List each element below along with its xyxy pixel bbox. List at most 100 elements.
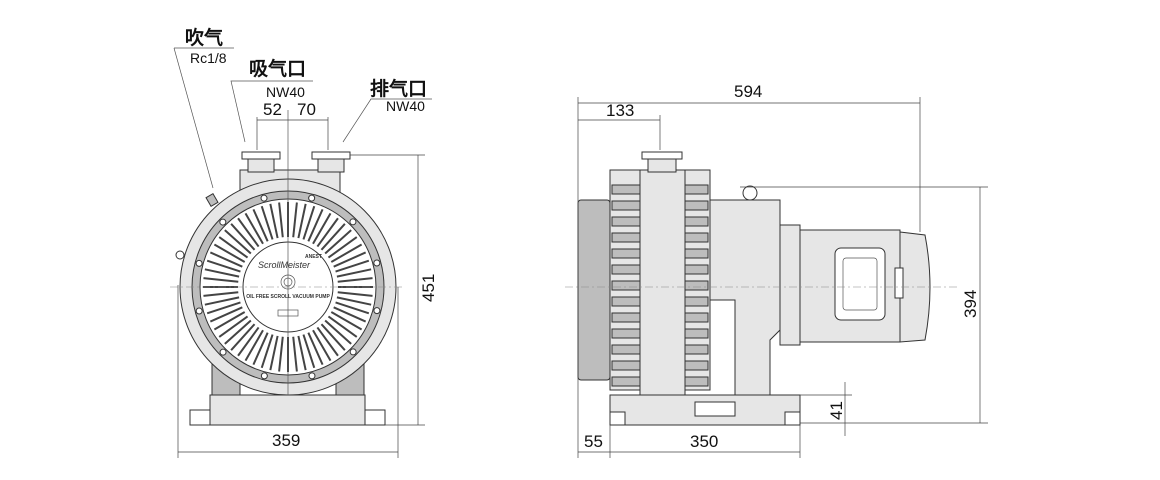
side-lug <box>175 250 185 260</box>
cooling-fin <box>252 208 269 242</box>
lifting-eye <box>742 185 758 201</box>
cooling-fin <box>244 212 264 245</box>
inlet-label: 吸气口 <box>249 57 306 80</box>
cooling-fin <box>307 208 324 242</box>
motor-bracket <box>709 199 781 396</box>
inlet-neck <box>247 157 275 173</box>
dim-base-length: 350 <box>690 432 718 451</box>
cooling-fin <box>330 243 363 263</box>
bolt <box>373 307 381 315</box>
cooling-fin <box>302 205 316 240</box>
side-port-flange <box>641 151 683 160</box>
bolt <box>260 194 268 202</box>
nameplate-logo: ScrollMeister <box>258 260 311 270</box>
cooling-fin <box>337 291 373 297</box>
dim-exhaust-offset: 70 <box>297 100 316 119</box>
exhaust-label: 排气口 <box>370 77 427 100</box>
front-view: ScrollMeister ANEST OIL FREE SCROLL VACU… <box>170 26 438 458</box>
bolt <box>373 259 381 267</box>
cooling-fin <box>336 296 372 306</box>
dim-front-overhang: 55 <box>584 432 603 451</box>
cooling-fin <box>218 236 249 259</box>
cooling-fin <box>292 336 298 372</box>
bolt <box>349 348 357 356</box>
purge-leader <box>173 47 214 189</box>
front-foot-left <box>189 409 211 426</box>
cooling-fin <box>230 223 256 251</box>
cooling-fin <box>278 336 284 372</box>
side-view: 594 133 394 41 55 350 <box>565 82 988 458</box>
bolt <box>195 307 203 315</box>
cooling-fin <box>237 326 260 357</box>
dim-base-height: 41 <box>827 401 846 420</box>
cooling-fin <box>260 205 274 240</box>
cooling-fin <box>327 315 358 338</box>
dim-inlet-offset: 52 <box>263 100 282 119</box>
cooling-fin <box>324 229 352 255</box>
cooling-fin <box>316 217 339 248</box>
terminal-box-lid <box>842 257 878 311</box>
cooling-fin <box>333 306 367 323</box>
cooling-fin <box>337 277 373 283</box>
cooling-fin <box>307 332 324 366</box>
cooling-fin <box>204 268 240 278</box>
bolt <box>308 194 316 202</box>
cooling-fin <box>209 251 243 268</box>
cooling-fin <box>206 259 241 273</box>
nameplate-brand: ANEST <box>305 254 322 260</box>
cooling-fin <box>324 319 352 345</box>
cooling-fin <box>297 203 307 239</box>
dim-height: 451 <box>419 274 438 302</box>
cooling-fin <box>252 332 269 366</box>
cooling-fin <box>278 202 284 238</box>
inlet-leader <box>230 80 313 143</box>
center-housing <box>639 169 686 396</box>
side-foot-1 <box>609 411 626 426</box>
exhaust-leader <box>342 98 432 143</box>
bolt <box>219 218 227 226</box>
motor-fan-cover <box>899 231 931 343</box>
cooling-fin <box>237 217 260 248</box>
cooling-fin <box>327 236 358 259</box>
purge-spec: Rc1/8 <box>190 50 227 66</box>
cooling-fin <box>209 306 243 323</box>
side-nameplate <box>694 401 736 417</box>
cooling-fin <box>297 335 307 371</box>
dim-length: 594 <box>734 82 762 101</box>
exhaust-flange <box>311 151 351 160</box>
side-foot-2 <box>784 411 801 426</box>
cooling-fin <box>335 259 370 273</box>
cooling-fin <box>330 311 363 331</box>
cooling-fin <box>224 229 252 255</box>
dim-side-height: 394 <box>961 290 980 318</box>
exhaust-neck <box>317 157 345 173</box>
front-foot-right <box>364 409 386 426</box>
exhaust-spec: NW40 <box>386 98 425 114</box>
cooling-fin <box>213 311 246 331</box>
cooling-fin <box>204 296 240 306</box>
purge-label: 吹气 <box>185 26 223 49</box>
cooling-fin <box>203 291 239 297</box>
rotation-arrow-label <box>894 267 904 299</box>
cooling-fin <box>213 243 246 263</box>
front-base <box>209 394 366 426</box>
bolt <box>219 348 227 356</box>
cooling-fin <box>206 301 241 315</box>
bolt <box>260 372 268 380</box>
inlet-spec: NW40 <box>266 84 305 100</box>
bolt <box>308 372 316 380</box>
cooling-fin <box>312 329 332 362</box>
front-cover <box>577 199 611 381</box>
cooling-fin <box>244 329 264 362</box>
cooling-fin <box>230 323 256 351</box>
cooling-fin <box>336 268 372 278</box>
cooling-fin <box>312 212 332 245</box>
flange-bolts <box>195 194 381 380</box>
purge-fitting <box>205 192 219 208</box>
cooling-fin <box>269 335 279 371</box>
cooling-fin <box>269 203 279 239</box>
cooling-fin <box>260 334 274 369</box>
dim-port-offset: 133 <box>606 101 634 120</box>
cooling-fin <box>302 334 316 369</box>
